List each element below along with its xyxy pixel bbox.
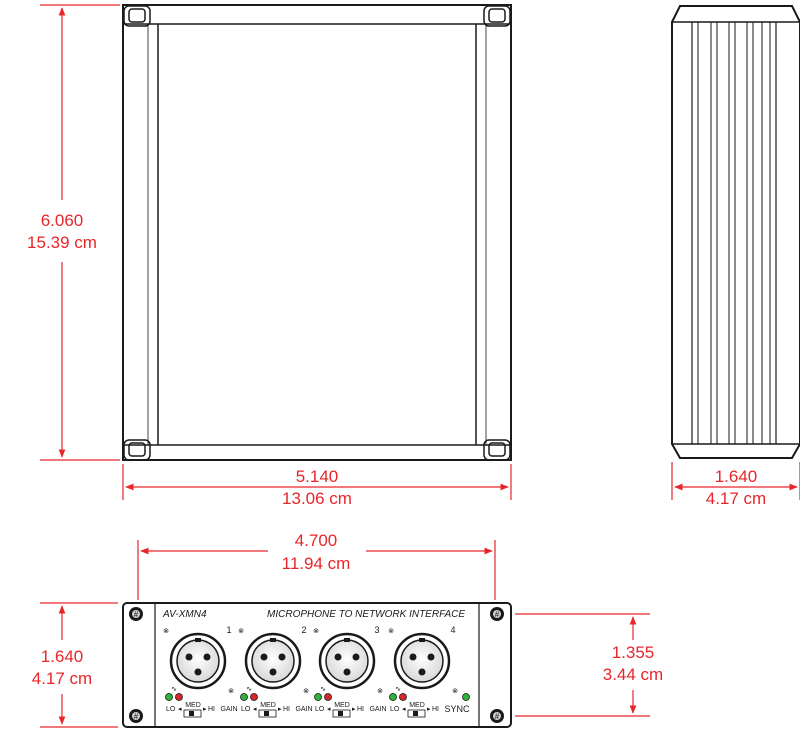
svg-text:▸: ▸ xyxy=(352,706,356,713)
device-description: MICROPHONE TO NETWORK INTERFACE xyxy=(267,609,465,620)
front-view: # # # # AV-XMN4 MICROPHONE TO NETWORK IN… xyxy=(122,602,512,728)
xlr-connector-icon xyxy=(169,632,227,690)
svg-text:⊗: ⊗ xyxy=(303,688,309,695)
svg-text:⊗: ⊗ xyxy=(388,628,394,635)
front-height-cm: 4.17 cm xyxy=(32,669,92,688)
svg-text:⊗: ⊗ xyxy=(452,688,458,695)
gain-switch[interactable] xyxy=(258,709,277,718)
gain-switch[interactable] xyxy=(332,709,351,718)
gain-switch[interactable] xyxy=(183,709,202,718)
screw-x-icon: ⊗ xyxy=(163,628,169,635)
svg-text:◂: ◂ xyxy=(253,706,257,713)
svg-text:LO: LO xyxy=(241,706,251,713)
width-dimension-cm: 13.06 cm xyxy=(282,489,352,508)
svg-text:∿: ∿ xyxy=(246,686,252,693)
gain-label: GAIN xyxy=(295,706,312,713)
svg-text:▸: ▸ xyxy=(427,706,431,713)
svg-text:∿: ∿ xyxy=(320,686,326,693)
signal-led-red xyxy=(175,693,183,701)
svg-text:▸: ▸ xyxy=(203,706,207,713)
svg-text:HI: HI xyxy=(208,706,215,713)
svg-text:MED: MED xyxy=(185,702,201,709)
side-view-dimensions xyxy=(671,462,800,500)
front-panel-outline xyxy=(122,602,512,728)
screw-icon: # # # # xyxy=(129,607,504,723)
svg-text:LO: LO xyxy=(166,706,176,713)
svg-text:◂: ◂ xyxy=(402,706,406,713)
svg-text:LO: LO xyxy=(390,706,400,713)
top-view-outline xyxy=(122,4,512,461)
signal-led-green xyxy=(314,693,322,701)
svg-text:#: # xyxy=(134,712,139,721)
depth-dimension-in: 1.640 xyxy=(715,467,758,486)
svg-text:⊗: ⊗ xyxy=(377,688,383,695)
svg-text:#: # xyxy=(134,610,139,619)
channel-4: ⊗ 4 ⊗ ∿ LO ◂ MED ▸ HI xyxy=(388,625,458,718)
foot-icon xyxy=(123,5,511,461)
svg-text:MED: MED xyxy=(334,702,350,709)
sync-led xyxy=(462,693,470,701)
svg-text:#: # xyxy=(495,712,500,721)
channel-3: ⊗ 3 ⊗ ∿ LO ◂ MED ▸ HI GAIN xyxy=(313,625,387,718)
top-view xyxy=(122,4,512,461)
gain-label: GAIN xyxy=(220,706,237,713)
channel-1: ⊗ 1 ⊗ ∿ LO ◂ MED ▸ HI GAIN xyxy=(163,625,238,718)
svg-text:▸: ▸ xyxy=(278,706,282,713)
svg-text:HI: HI xyxy=(283,706,290,713)
signal-led-green xyxy=(240,693,248,701)
model-label: AV-XMN4 xyxy=(162,609,207,620)
mount-spacing-in: 4.700 xyxy=(295,531,338,550)
height-dimension-in: 6.060 xyxy=(41,211,84,230)
svg-text:LO: LO xyxy=(315,706,325,713)
width-dimension-in: 5.140 xyxy=(296,467,339,486)
depth-dimension-cm: 4.17 cm xyxy=(706,489,766,508)
svg-text:⊗: ⊗ xyxy=(238,628,244,635)
side-view-outline xyxy=(671,5,800,459)
channel-number: 3 xyxy=(374,625,379,635)
xlr-connector-icon xyxy=(244,632,302,690)
svg-text:MED: MED xyxy=(260,702,276,709)
svg-text:MED: MED xyxy=(409,702,425,709)
channel-number: 2 xyxy=(301,625,306,635)
svg-text:∿: ∿ xyxy=(395,686,401,693)
signal-tilde: ∿ xyxy=(171,686,177,693)
height-dimension-cm: 15.39 cm xyxy=(27,233,97,252)
gain-label: GAIN xyxy=(369,706,386,713)
channel-2: ⊗ 2 ⊗ ∿ LO ◂ MED ▸ HI GAIN xyxy=(238,625,313,718)
xlr-connector-icon xyxy=(318,632,376,690)
mount-vertical-cm: 3.44 cm xyxy=(603,665,663,684)
front-height-in: 1.640 xyxy=(41,647,84,666)
svg-text:⊗: ⊗ xyxy=(228,688,234,695)
top-view-dimensions xyxy=(40,4,512,500)
signal-led-green xyxy=(165,693,173,701)
xlr-connector-icon xyxy=(393,632,451,690)
svg-text:#: # xyxy=(495,610,500,619)
svg-text:HI: HI xyxy=(357,706,364,713)
signal-led-green xyxy=(389,693,397,701)
side-view xyxy=(671,5,800,459)
gain-switch[interactable] xyxy=(407,709,426,718)
sync-label: SYNC xyxy=(444,704,470,714)
signal-led-red xyxy=(324,693,332,701)
front-view-dimensions xyxy=(40,540,650,728)
mount-vertical-in: 1.355 xyxy=(612,643,655,662)
channel-number: 1 xyxy=(226,625,231,635)
channel-number: 4 xyxy=(450,625,455,635)
svg-text:◂: ◂ xyxy=(178,706,182,713)
svg-text:◂: ◂ xyxy=(327,706,331,713)
svg-text:HI: HI xyxy=(432,706,439,713)
svg-text:⊗: ⊗ xyxy=(313,628,319,635)
signal-led-red xyxy=(399,693,407,701)
signal-led-red xyxy=(250,693,258,701)
mount-spacing-cm: 11.94 cm xyxy=(282,554,351,573)
